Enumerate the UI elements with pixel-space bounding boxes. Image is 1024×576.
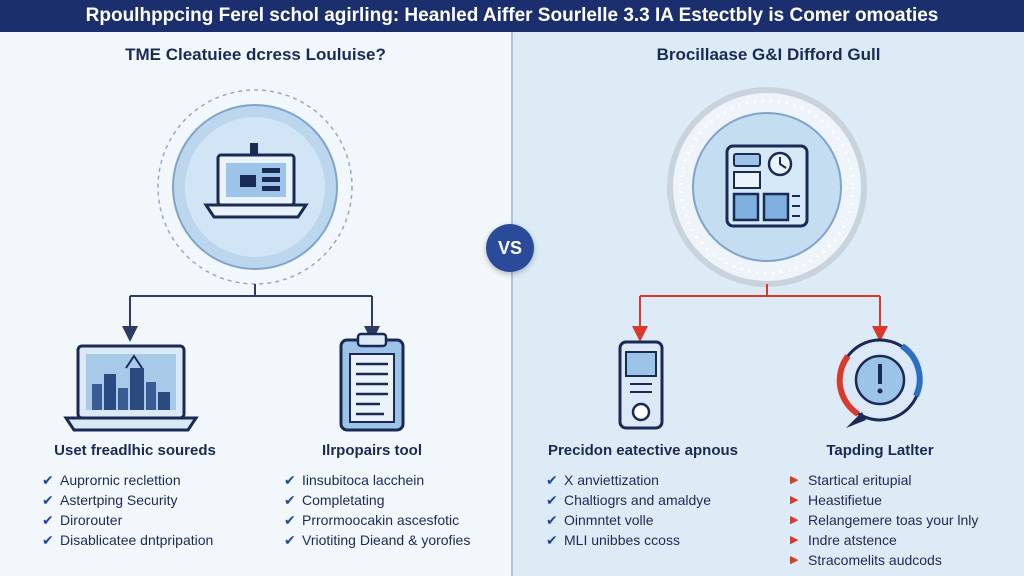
list-right-1: ✔X anviettization ✔Chaltiogrs and amaldy… — [546, 470, 711, 550]
col-title-right-2: Tapding Latlter — [826, 442, 934, 459]
list-item: ✔Prrormoocakin ascesfotic — [284, 512, 460, 528]
list-item: ▶Relangemere toas your lnly — [790, 512, 979, 528]
list-item: ✔Chaltiogrs and amaldye — [546, 492, 712, 508]
vs-badge: VS — [486, 224, 534, 272]
check-icon: ✔ — [284, 472, 296, 488]
list-item: ▶Indre atstence — [790, 532, 897, 548]
col-title-right-1: Precidon eatective apnous — [547, 442, 739, 459]
left-panel-title: TME Cleatuiee dcress Louluise? — [125, 45, 386, 64]
list-right-2: ▶Startical eritupial ▶Heastifietue ▶Rela… — [790, 470, 978, 570]
list-item: ✔Dirorouter — [42, 512, 123, 528]
check-icon: ✔ — [284, 532, 296, 548]
list-item: ✔MLI unibbes ccoss — [546, 532, 680, 548]
arrow-icon: ▶ — [790, 514, 799, 526]
list-item: ✔Auprornic reclettion — [42, 472, 181, 488]
vertical-divider — [511, 32, 513, 576]
check-icon: ✔ — [546, 472, 558, 488]
arrow-icon: ▶ — [790, 494, 799, 506]
check-icon: ✔ — [42, 532, 54, 548]
list-item: ▶Stracomelits audcods — [790, 552, 942, 568]
list-item: ▶Startical eritupial — [790, 472, 912, 488]
list-item: ✔Iinsubitoca lacchein — [284, 472, 425, 488]
list-item: ✔Disablicatee dntpripation — [42, 532, 214, 548]
alert-gauge-icon — [836, 338, 923, 428]
arrow-icon: ▶ — [790, 554, 799, 566]
col-title-left-1: Uset freadlhic soureds — [54, 442, 216, 459]
check-icon: ✔ — [546, 512, 558, 528]
smartphone-icon — [618, 340, 664, 430]
arrow-icon: ▶ — [790, 474, 799, 486]
right-panel-title: Brocillaase G&I Difford Gull — [656, 45, 881, 64]
list-item: ▶Heastifietue — [790, 492, 882, 508]
list-item: ✔Completating — [284, 492, 385, 508]
check-icon: ✔ — [42, 492, 54, 508]
check-icon: ✔ — [546, 532, 558, 548]
clipboard-icon — [339, 332, 405, 432]
check-icon: ✔ — [42, 472, 54, 488]
list-item: ✔Oinmntet volle — [546, 512, 654, 528]
check-icon: ✔ — [284, 492, 296, 508]
left-connectors — [122, 284, 380, 342]
laptop-icon — [157, 89, 353, 285]
right-connectors — [632, 284, 888, 342]
check-icon: ✔ — [42, 512, 54, 528]
list-item: ✔X anviettization — [546, 472, 659, 488]
list-item: ✔Astertping Security — [42, 492, 178, 508]
list-item: ✔Vriotiting Dieand & yorofies — [284, 532, 471, 548]
dashboard-device-icon — [667, 87, 867, 287]
laptop-city-icon — [63, 344, 199, 432]
col-title-left-2: Ilrpopairs tool — [321, 442, 422, 459]
list-left-2: ✔Iinsubitoca lacchein ✔Completating ✔Prr… — [284, 470, 470, 550]
list-left-1: ✔Auprornic reclettion ✔Astertping Securi… — [42, 470, 213, 550]
page-title: Rpoulhppcing Ferel schol agirling: Heanl… — [0, 0, 1024, 32]
check-icon: ✔ — [546, 492, 558, 508]
arrow-icon: ▶ — [790, 534, 799, 546]
check-icon: ✔ — [284, 512, 296, 528]
